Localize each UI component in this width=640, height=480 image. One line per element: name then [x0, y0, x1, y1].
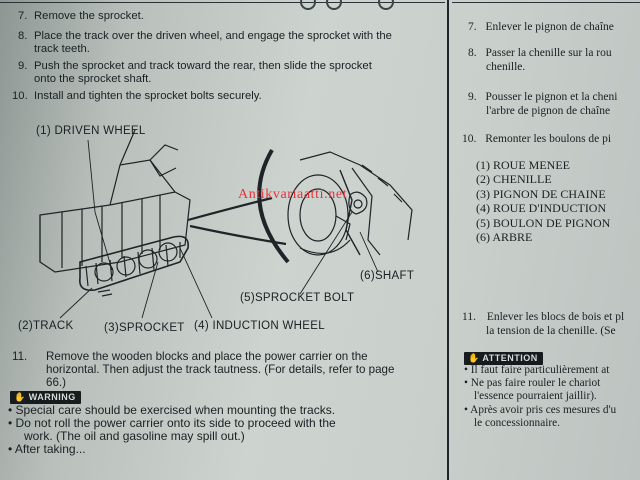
callout-shaft: (6)SHAFT: [360, 270, 415, 282]
callout-sprocket-bolt: (5)SPROCKET BOLT: [240, 292, 355, 304]
list-item: • Ne pas faire rouler le chariot: [464, 377, 601, 390]
callout-track: (2)TRACK: [18, 320, 74, 332]
warning-hand-icon: ✋: [468, 353, 480, 363]
step-11: 11. Remove the wooden blocks and place t…: [12, 350, 395, 389]
callout-sprocket: (3)SPROCKET: [104, 322, 185, 334]
leader-driven-wheel: [87, 139, 113, 271]
list-item: • Après avoir pris ces mesures d'u: [464, 403, 617, 416]
fr-step-9: 9. Pousser le pignon et la cheni l'arbre…: [468, 91, 618, 117]
binding-ring-icon: [378, 0, 394, 10]
step-7: 7. Remove the sprocket.: [18, 10, 144, 22]
fr-step-7: 7. Enlever le pignon de chaîne: [468, 21, 614, 33]
list-item: • Special care should be exercised when …: [8, 403, 336, 417]
binding-rings: [292, 0, 412, 10]
detail-lens-arc: [257, 148, 290, 264]
step-8: 8. Place the track over the driven wheel…: [18, 30, 392, 55]
binding-ring-icon: [300, 0, 316, 10]
fr-step-11: 11. Enlever les blocs de bois et pl la t…: [462, 311, 625, 337]
carrier-bed-outline: [39, 191, 191, 273]
leader-induction-wheel: [179, 247, 213, 319]
callout-induction-wheel: (4) INDUCTION WHEEL: [194, 320, 325, 332]
leader-sprocket-bolt: [299, 211, 353, 295]
step-9: 9. Push the sprocket and track toward th…: [18, 60, 372, 85]
leader-sprocket: [141, 261, 159, 319]
track-outline: [78, 235, 189, 292]
fr-step-8: 8. Passer la chenille sur la rou chenill…: [468, 47, 612, 73]
attention-list: • Il faut faire particulièrement at • Ne…: [464, 364, 617, 429]
sprocket-bolt-detail: [348, 191, 368, 215]
top-rule-right: [452, 2, 640, 3]
warning-badge: ✋ WARNING: [10, 391, 81, 404]
fr-step-10: 10. Remonter les boulons de pi: [462, 133, 612, 145]
list-item: • Do not roll the power carrier onto its…: [8, 416, 336, 430]
watermark-text: Antikvariaatti.net: [238, 187, 348, 202]
fr-legend: (1) ROUE MENEE (2) CHENILLE (3) PIGNON D…: [476, 158, 611, 245]
leader-track: [59, 287, 93, 319]
column-divider: [447, 0, 449, 480]
leader-shaft: [359, 231, 379, 273]
list-item: • Il faut faire particulièrement at: [464, 364, 610, 376]
warning-hand-icon: ✋: [14, 392, 26, 402]
list-item: • After taking...: [8, 442, 86, 456]
step-10: 10. Install and tighten the sprocket bol…: [12, 90, 262, 102]
attention-badge: ✋ ATTENTION: [464, 352, 543, 365]
top-rule-left: [0, 2, 445, 3]
callout-driven-wheel: (1) DRIVEN WHEEL: [36, 125, 146, 137]
binding-ring-icon: [326, 0, 342, 10]
